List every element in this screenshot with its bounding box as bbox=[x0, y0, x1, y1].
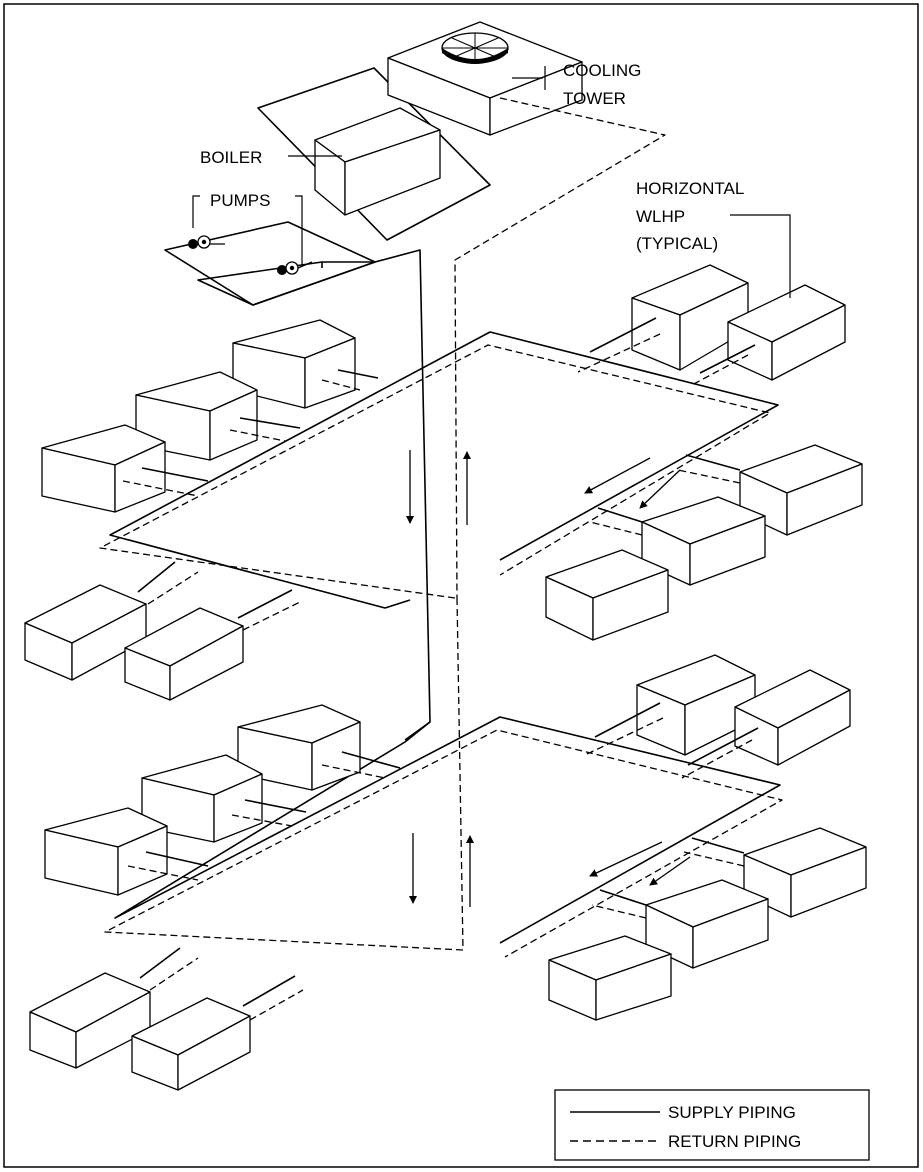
heat-pump-unit bbox=[681, 669, 851, 779]
heat-pump-unit bbox=[591, 879, 769, 969]
heat-pump-units-upper bbox=[24, 264, 863, 701]
cooling-tower-label: COOLING bbox=[563, 61, 641, 80]
legend-supply-label: SUPPLY PIPING bbox=[668, 1103, 796, 1122]
heat-pump-unit bbox=[24, 561, 199, 681]
heat-pump-unit bbox=[584, 654, 756, 756]
heat-pump-unit bbox=[124, 589, 301, 701]
pump-platform-upper bbox=[164, 221, 376, 306]
heat-pump-unit bbox=[677, 444, 863, 536]
wlhp-label-2: WLHP bbox=[636, 207, 685, 226]
pump-1-icon bbox=[188, 235, 225, 249]
cooling-tower bbox=[387, 21, 583, 136]
heat-pump-unit bbox=[41, 424, 209, 513]
outer-frame bbox=[3, 3, 919, 1168]
wlhp-label-1: HORIZONTAL bbox=[636, 179, 744, 198]
boiler-label: BOILER bbox=[200, 148, 262, 167]
pump-2-icon bbox=[277, 261, 313, 275]
pumps-label: PUMPS bbox=[210, 191, 270, 210]
heat-pump-unit bbox=[683, 827, 867, 918]
heat-pump-unit bbox=[548, 935, 672, 1021]
return-riser-lower bbox=[456, 597, 464, 951]
lower-floor-loop bbox=[104, 716, 783, 958]
heat-pump-units-lower bbox=[29, 654, 867, 1091]
legend-return-label: RETURN PIPING bbox=[668, 1132, 801, 1151]
heat-pump-unit bbox=[44, 807, 209, 896]
heat-pump-unit bbox=[545, 549, 669, 641]
wlhp-leader bbox=[730, 214, 791, 298]
legend: SUPPLY PIPING RETURN PIPING bbox=[554, 1089, 870, 1161]
cooling-tower-label-2: TOWER bbox=[563, 89, 626, 108]
pumps-bracket-left bbox=[192, 195, 200, 228]
heat-pump-unit bbox=[131, 975, 304, 1091]
return-riser-upper bbox=[454, 97, 666, 599]
boiler bbox=[314, 107, 441, 216]
pumps-bracket-right bbox=[295, 195, 303, 265]
supply-riser bbox=[374, 249, 431, 741]
heat-pump-unit bbox=[29, 947, 199, 1069]
upper-floor-loop bbox=[99, 331, 779, 609]
heat-pump-unit bbox=[689, 284, 846, 387]
heat-pump-unit bbox=[577, 264, 749, 373]
heat-pump-unit bbox=[589, 496, 766, 586]
legend-box bbox=[554, 1089, 870, 1161]
wlhp-label-3: (TYPICAL) bbox=[636, 234, 718, 253]
